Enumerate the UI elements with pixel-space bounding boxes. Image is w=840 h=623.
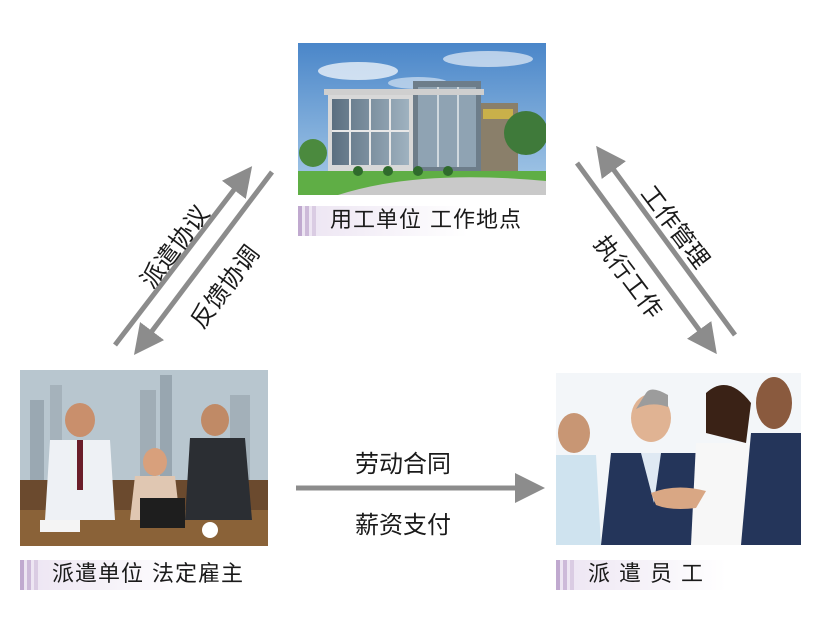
caption-marker xyxy=(20,560,38,590)
employee-caption: 派 遣 员 工 xyxy=(556,560,801,590)
employee-caption-text: 派 遣 员 工 xyxy=(588,562,704,587)
office-meeting-photo xyxy=(20,370,268,546)
agency-caption-text: 派遣单位 法定雇主 xyxy=(52,562,244,587)
arrow-agency-to-employer xyxy=(113,166,253,347)
arrow-employee-to-employer xyxy=(596,145,738,337)
employer-caption-text: 用工单位 工作地点 xyxy=(330,208,522,233)
label-salary-payment: 薪资支付 xyxy=(355,511,451,539)
caption-marker xyxy=(298,206,316,236)
arrow-employer-to-agency xyxy=(133,170,274,355)
caption-marker xyxy=(556,560,574,590)
arrow-employer-to-employee xyxy=(574,161,717,355)
handshake-photo xyxy=(556,373,801,545)
employer-caption: 用工单位 工作地点 xyxy=(298,206,546,236)
label-labor-contract: 劳动合同 xyxy=(355,450,451,478)
agency-caption: 派遣单位 法定雇主 xyxy=(20,560,280,590)
building-photo xyxy=(298,43,546,195)
